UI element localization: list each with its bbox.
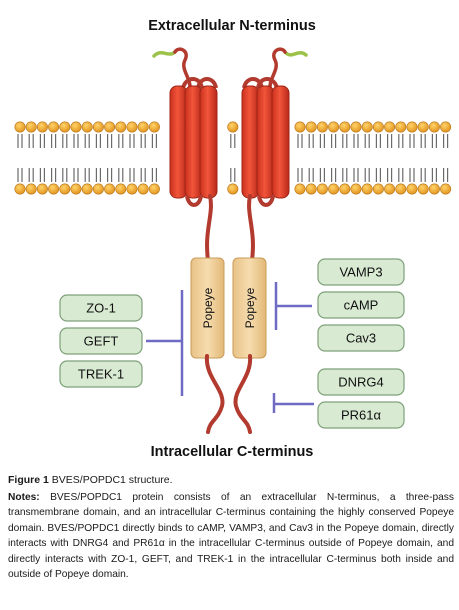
figure-number: Figure 1 <box>8 474 49 486</box>
notes-text: BVES/POPDC1 protein consists of an extra… <box>8 492 454 581</box>
partner-geft-label: GEFT <box>84 334 119 349</box>
partner-cav3: Cav3 <box>317 324 405 352</box>
partner-cav3-label: Cav3 <box>346 331 376 346</box>
partner-geft: GEFT <box>59 327 143 355</box>
transmembrane-domain-right <box>241 77 290 207</box>
popeye-label-right: Popeye <box>243 287 257 328</box>
partner-vamp3-label: VAMP3 <box>339 265 382 280</box>
partner-pr61-label: PR61α <box>341 408 382 423</box>
bves-structure-diagram: Extracellular N-terminus Intracellular C… <box>14 18 452 460</box>
top-label: Extracellular N-terminus <box>148 18 316 34</box>
bottom-label: Intracellular C-terminus <box>151 444 314 460</box>
figure-notes: Notes: BVES/POPDC1 protein consists of a… <box>8 490 454 582</box>
notes-label: Notes: <box>8 492 40 503</box>
partner-dnrg4: DNRG4 <box>317 368 405 396</box>
partner-pr61: PR61α <box>317 401 405 429</box>
helix-to-popeye-linker <box>205 194 255 262</box>
figure-title-text: BVES/POPDC1 structure. <box>48 474 173 486</box>
partner-camp-label: cAMP <box>344 298 379 313</box>
transmembrane-domain-left <box>169 77 218 207</box>
figure-title: Figure 1 BVES/POPDC1 structure. <box>8 474 454 486</box>
popeye-domain-left: Popeye <box>190 257 225 359</box>
partner-camp: cAMP <box>317 291 405 319</box>
popeye-domain-right: Popeye <box>232 257 267 359</box>
lipid-bilayer <box>14 121 452 195</box>
partner-zo-1-label: ZO-1 <box>86 301 116 316</box>
c-terminus-tails <box>204 354 253 434</box>
interaction-connectors <box>146 282 314 413</box>
partner-vamp3: VAMP3 <box>317 258 405 286</box>
partner-zo-1: ZO-1 <box>59 294 143 322</box>
partner-trek-1: TREK-1 <box>59 360 143 388</box>
partner-trek-1-label: TREK-1 <box>78 367 124 382</box>
partner-dnrg4-label: DNRG4 <box>338 375 384 390</box>
popeye-label-left: Popeye <box>201 287 215 328</box>
